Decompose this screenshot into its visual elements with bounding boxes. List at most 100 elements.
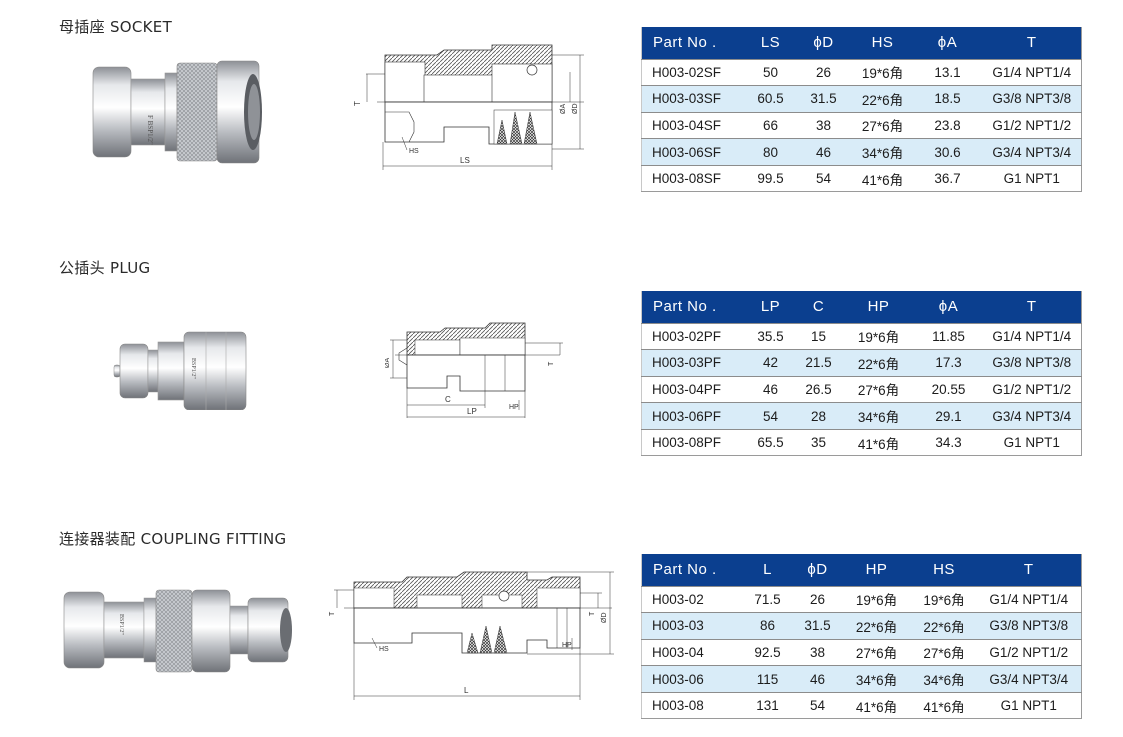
cell: 27*6角 [852, 111, 913, 139]
cell: G3/8 NPT3/8 [976, 612, 1082, 640]
table-row: H003-02SF 50 26 19*6角 13.1 G1/4 NPT1/4 [641, 58, 1082, 86]
cell: G3/4 NPT3/4 [982, 138, 1082, 166]
cell: 36.7 [912, 164, 983, 192]
coupling-spec-table: Part No . L ϕD HP HS T H003-02 71.5 26 1… [641, 554, 1082, 720]
cell: 41*6角 [852, 164, 913, 192]
cell: G1/2 NPT1/2 [982, 111, 1082, 139]
table-row: H003-04PF 46 26.5 27*6角 20.55 G1/2 NPT1/… [641, 375, 1082, 403]
cell: G3/8 NPT3/8 [982, 85, 1082, 113]
cell: 38 [793, 638, 842, 666]
coupling-technical-drawing: T T ØD HS HP L [329, 571, 614, 700]
cell: G1 NPT1 [976, 691, 1082, 719]
cell: 15 [794, 322, 843, 350]
cell: G1/2 NPT1/2 [982, 375, 1082, 403]
cell: 22*6角 [852, 85, 913, 113]
cell: G1 NPT1 [982, 164, 1082, 192]
cell: 30.6 [912, 138, 983, 166]
cell: 92.5 [741, 638, 794, 666]
cell: H003-08SF [641, 164, 747, 192]
cell: H003-08PF [641, 428, 747, 456]
coupling-dim-hs: HS [379, 646, 389, 653]
socket-spec-table: Part No . LS ϕD HS ϕA T H003-02SF 50 26 … [641, 27, 1082, 193]
col-header: LS [746, 27, 795, 59]
cell: H003-02 [641, 585, 742, 613]
cell: 99.5 [746, 164, 795, 192]
cell: 19*6角 [852, 58, 913, 86]
col-header: ϕA [914, 291, 983, 323]
cell: 11.85 [914, 322, 983, 350]
cell: 60.5 [746, 85, 795, 113]
col-header: ϕD [794, 27, 853, 59]
cell: 54 [794, 164, 853, 192]
table-row: H003-03 86 31.5 22*6角 22*6角 G3/8 NPT3/8 [641, 612, 1082, 640]
cell: 26.5 [794, 375, 843, 403]
svg-text:BSP1/2": BSP1/2" [118, 614, 124, 635]
table-row: H003-02PF 35.5 15 19*6角 11.85 G1/4 NPT1/… [641, 322, 1082, 350]
cell: 34*6角 [911, 665, 977, 693]
plug-technical-drawing: ØA T C LP HP [385, 322, 563, 418]
col-header: ϕA [912, 27, 983, 59]
cell: G3/8 NPT3/8 [982, 349, 1082, 377]
socket-section-title: 母插座 SOCKET [59, 18, 173, 36]
cell: 21.5 [794, 349, 843, 377]
coupling-section-title: 连接器装配 COUPLING FITTING [59, 530, 287, 548]
cell: 26 [793, 585, 842, 613]
cell: 115 [741, 665, 794, 693]
coupling-dim-hp: HP [562, 642, 572, 649]
col-header: Part No . [641, 27, 747, 59]
cell: 35 [794, 428, 843, 456]
table-row: H003-08PF 65.5 35 41*6角 34.3 G1 NPT1 [641, 428, 1082, 456]
cell: 17.3 [914, 349, 983, 377]
cell: 31.5 [794, 85, 853, 113]
coupling-dim-t-right: T [589, 611, 596, 616]
cell: 13.1 [912, 58, 983, 86]
cell: 19*6角 [911, 585, 977, 613]
cell: 23.8 [912, 111, 983, 139]
cell: 29.1 [914, 402, 983, 430]
cell: H003-02PF [641, 322, 747, 350]
col-header: HP [841, 554, 912, 586]
cell: G1 NPT1 [982, 428, 1082, 456]
cell: 22*6角 [841, 612, 912, 640]
plug-dim-t: T [548, 361, 555, 366]
col-header: ϕD [793, 554, 842, 586]
cell: 19*6角 [841, 585, 912, 613]
cell: 28 [794, 402, 843, 430]
table-row: H003-03SF 60.5 31.5 22*6角 18.5 G3/8 NPT3… [641, 85, 1082, 113]
col-header: T [982, 27, 1082, 59]
col-header: C [794, 291, 843, 323]
cell: 80 [746, 138, 795, 166]
col-header: HS [911, 554, 977, 586]
cell: 20.55 [914, 375, 983, 403]
table-row: H003-02 71.5 26 19*6角 19*6角 G1/4 NPT1/4 [641, 585, 1082, 613]
coupling-product-photo: BSP1/2" [63, 589, 292, 673]
table-row: H003-08 131 54 41*6角 41*6角 G1 NPT1 [641, 691, 1082, 719]
cell: 54 [793, 691, 842, 719]
cell: G1/4 NPT1/4 [982, 58, 1082, 86]
socket-dim-hs: HS [409, 148, 419, 155]
plug-dim-lp: LP [467, 407, 477, 416]
table-row: H003-03PF 42 21.5 22*6角 17.3 G3/8 NPT3/8 [641, 349, 1082, 377]
cell: 38 [794, 111, 853, 139]
cell: 46 [794, 138, 853, 166]
socket-dim-t: T [353, 101, 362, 106]
table-row: H003-06SF 80 46 34*6角 30.6 G3/4 NPT3/4 [641, 138, 1082, 166]
cell: H003-08 [641, 691, 742, 719]
cell: 19*6角 [842, 322, 915, 350]
plug-section-title: 公插头 PLUG [59, 259, 151, 277]
cell: 41*6角 [841, 691, 912, 719]
col-header: Part No . [641, 291, 747, 323]
table-header-row: Part No . LS ϕD HS ϕA T [641, 27, 1082, 59]
cell: G1/2 NPT1/2 [976, 638, 1082, 666]
cell: H003-03SF [641, 85, 747, 113]
cell: 46 [793, 665, 842, 693]
col-header: L [741, 554, 794, 586]
cell: 41*6角 [911, 691, 977, 719]
table-row: H003-08SF 99.5 54 41*6角 36.7 G1 NPT1 [641, 164, 1082, 192]
plug-dim-c: C [445, 395, 451, 404]
socket-dim-d: ØD [572, 104, 579, 115]
cell: 54 [746, 402, 795, 430]
cell: 41*6角 [842, 428, 915, 456]
cell: H003-04 [641, 638, 742, 666]
cell: 31.5 [793, 612, 842, 640]
